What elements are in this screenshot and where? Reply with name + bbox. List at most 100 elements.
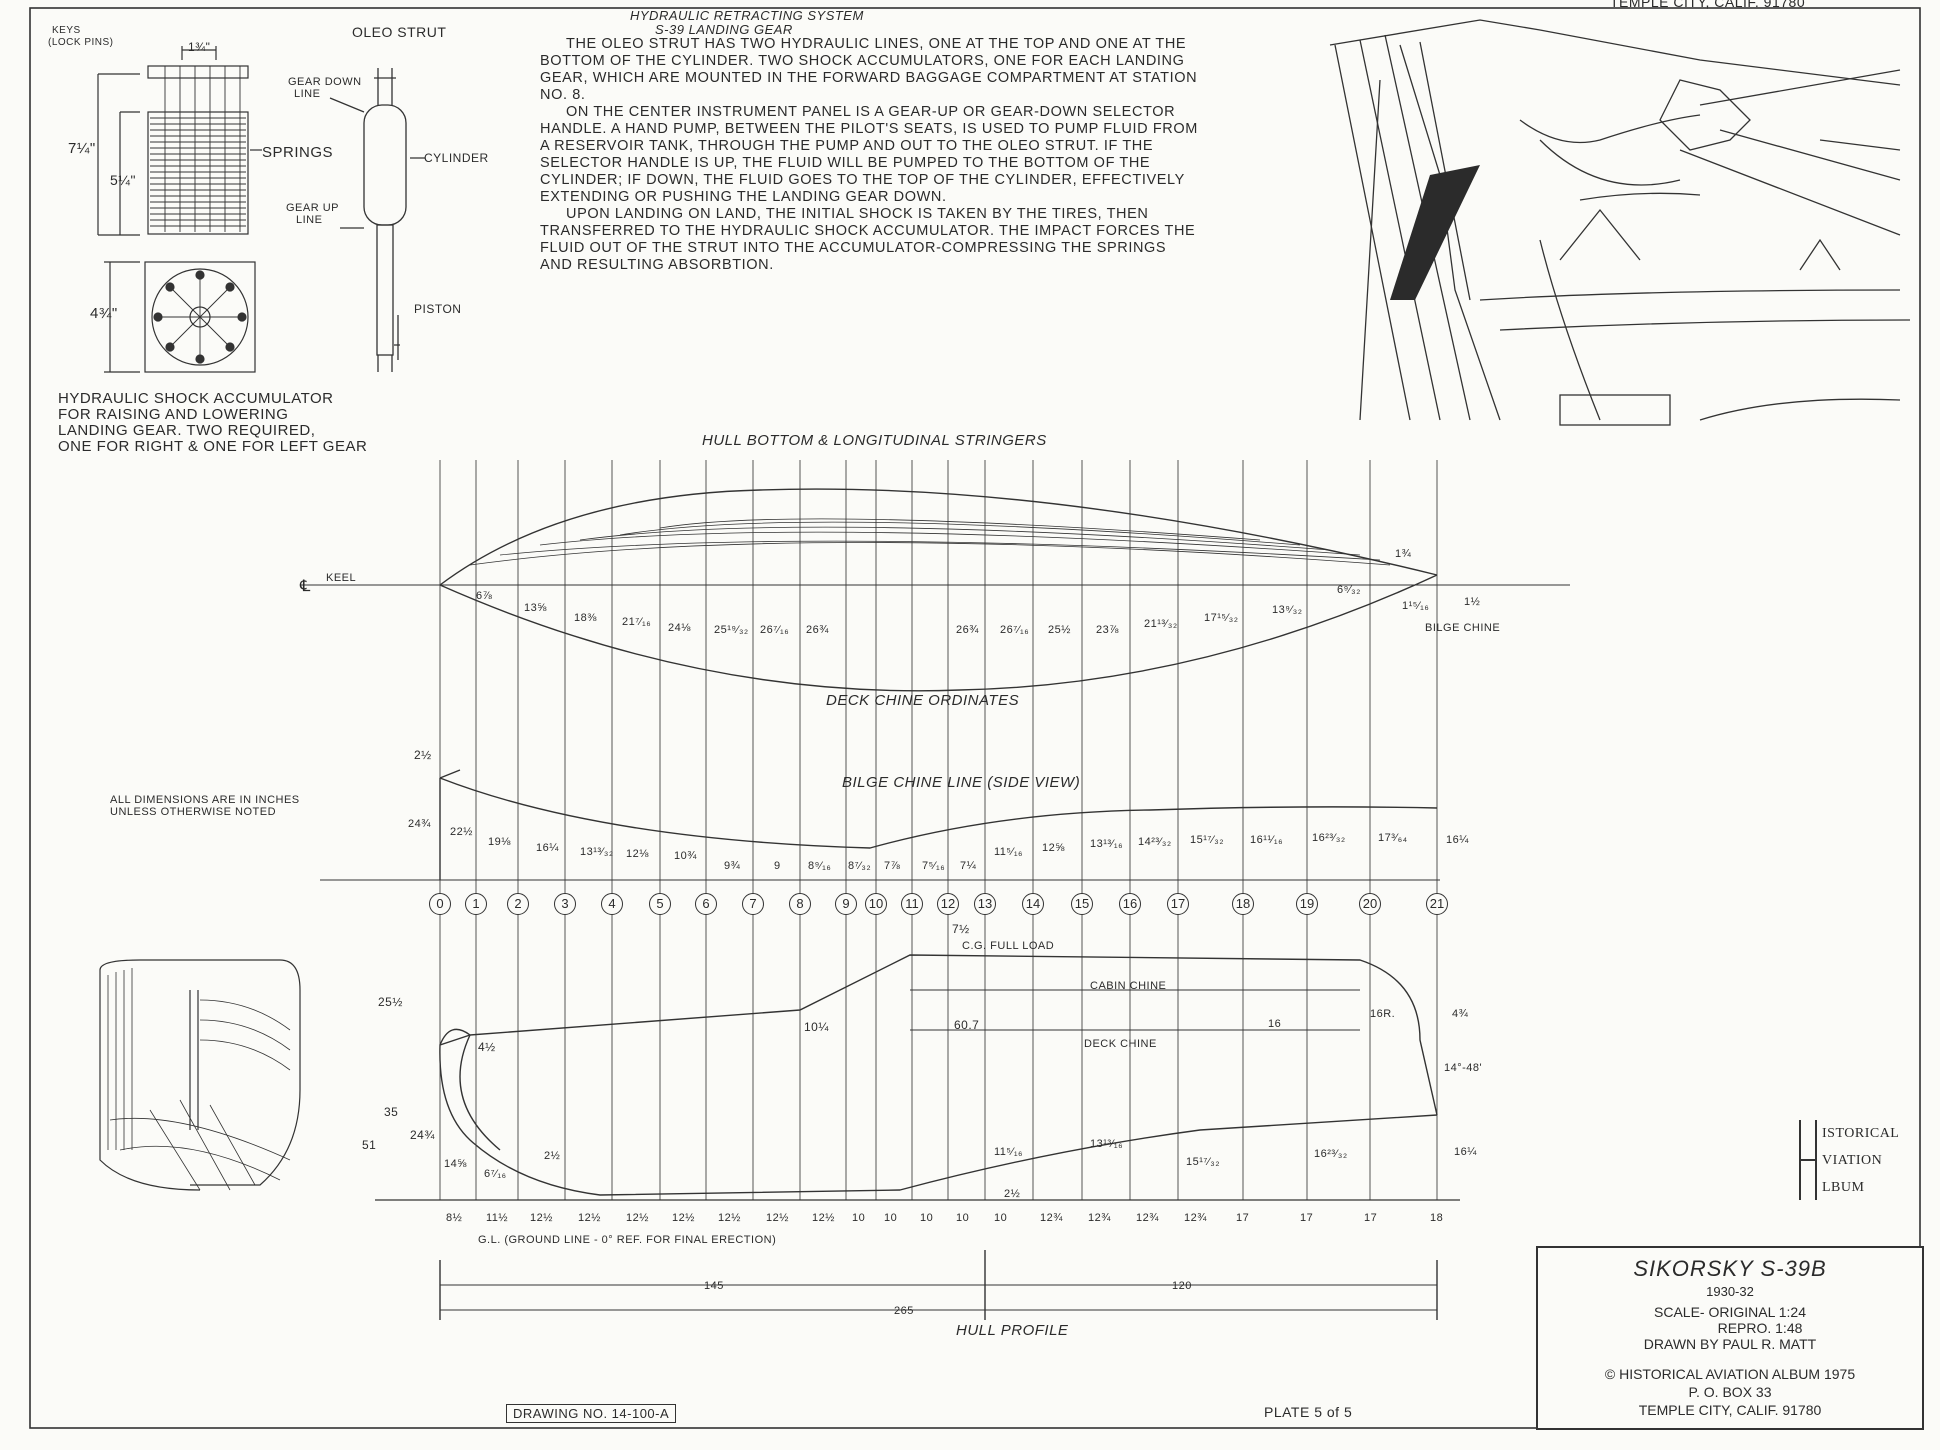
logo-text: ISTORICAL (1822, 1126, 1900, 1141)
tip-dim: 1¾ (1395, 548, 1412, 560)
station-spacing: 12½ (626, 1212, 649, 1224)
plan-ordinate: 6⁹⁄₃₂ (1337, 584, 1361, 596)
plan-ordinate: 18⅜ (574, 612, 597, 624)
plan-ordinate: 21⁷⁄₁₆ (622, 616, 652, 628)
hull-plan-outline (300, 488, 1570, 692)
profile-dim: 25½ (378, 995, 403, 1009)
bilge-ordinate: 7⅞ (884, 860, 901, 872)
station-spacing: 11½ (486, 1212, 509, 1224)
station-marker: 1 (465, 893, 487, 915)
plan-ordinate: 26¾ (806, 624, 829, 636)
bilge-ordinate: 16²³⁄₃₂ (1312, 832, 1346, 844)
station-spacing: 8½ (446, 1212, 463, 1224)
profile-dim: 2½ (544, 1150, 561, 1162)
deck-chine-ordinates-title: DECK CHINE ORDINATES (826, 692, 1020, 709)
bilge-ordinate: 10¾ (674, 850, 697, 862)
bilge-ordinate: 9 (774, 860, 781, 872)
springs-label: SPRINGS (262, 144, 334, 161)
profile-dim: 4¾ (1452, 1008, 1469, 1020)
copyright: © HISTORICAL AVIATION ALBUM 1975 (1604, 1366, 1856, 1382)
station-marker: 10 (865, 893, 887, 915)
station-spacing: 10 (884, 1212, 898, 1224)
station-marker: 16 (1119, 893, 1141, 915)
bilge-ordinate: 15¹⁷⁄₃₂ (1190, 834, 1224, 846)
station-marker: 9 (835, 893, 857, 915)
station-marker: 14 (1022, 893, 1044, 915)
clipped-header-text: TEMPLE CITY, CALIF. 91780 (1610, 0, 1806, 10)
station-marker: 4 (601, 893, 623, 915)
cg-full-load-label: C.G. FULL LOAD (962, 940, 1055, 952)
profile-dim: 16¼ (1454, 1146, 1477, 1158)
accumulator-caption: ONE FOR RIGHT & ONE FOR LEFT GEAR (58, 438, 368, 455)
plate-number: PLATE 5 of 5 (1264, 1404, 1353, 1420)
general-note: UNLESS OTHERWISE NOTED (110, 806, 277, 818)
system-title-line1: HYDRAULIC RETRACTING SYSTEM (630, 8, 864, 23)
station-spacing: 12¾ (1088, 1212, 1111, 1224)
station-spacing: 17 (1364, 1212, 1378, 1224)
system-title-line2: S-39 LANDING GEAR (655, 22, 793, 37)
bilge-ordinate: 19⅛ (488, 836, 511, 848)
plan-ordinate: 26⁷⁄₁₆ (1000, 624, 1030, 636)
scale-repro: REPRO. 1:48 (1717, 1320, 1803, 1336)
profile-dim: 51 (362, 1138, 377, 1152)
station-spacing: 10 (994, 1212, 1008, 1224)
deck-chine-label: DECK CHINE (1084, 1038, 1157, 1050)
profile-dim: 14⅝ (444, 1158, 467, 1170)
title-block: SIKORSKY S-39B 1930-32 SCALE- ORIGINAL 1… (1536, 1246, 1924, 1430)
station-spacing: 17 (1236, 1212, 1250, 1224)
system-description: THE OLEO STRUT HAS TWO HYDRAULIC LINES, … (540, 36, 1200, 274)
bilge-chine-label: BILGE CHINE (1425, 622, 1501, 634)
plan-ordinate: 17¹⁵⁄₃₂ (1204, 612, 1239, 624)
cabin-chine-label: CABIN CHINE (1090, 980, 1167, 992)
piston-label: PISTON (414, 302, 462, 316)
accumulator-caption: FOR RAISING AND LOWERING (58, 406, 289, 423)
plan-ordinate: 23⅞ (1096, 624, 1119, 636)
gear-up-line-label: GEAR UP (286, 202, 340, 214)
plan-ordinate: 25½ (1048, 624, 1071, 636)
station-spacing: 12¾ (1184, 1212, 1207, 1224)
logo-text: LBUM (1822, 1180, 1865, 1195)
plan-ordinate: 13⁹⁄₃₂ (1272, 604, 1303, 616)
cylinder-label: CYLINDER (424, 151, 489, 165)
spring-height-dim: 5¼" (110, 172, 136, 188)
length-120-dim: 120 (1172, 1280, 1192, 1292)
bilge-ordinate: 11⁵⁄₁₆ (994, 846, 1023, 858)
accumulator-caption: HYDRAULIC SHOCK ACCUMULATOR (58, 390, 334, 407)
bilge-ordinate: 7¼ (960, 860, 977, 872)
profile-dim: 10¼ (804, 1020, 829, 1034)
profile-dim: 4½ (478, 1040, 496, 1054)
profile-dim: 6⁷⁄₁₆ (484, 1168, 507, 1180)
bilge-ordinate: 12⅝ (1042, 842, 1065, 854)
description-paragraph: UPON LANDING ON LAND, THE INITIAL SHOCK … (540, 206, 1196, 273)
station-marker: 8 (789, 893, 811, 915)
drawing-number: DRAWING No. 14-100-A (506, 1404, 677, 1423)
station-marker: 7 (742, 893, 764, 915)
overall-height-dim: 7¼" (68, 140, 96, 157)
hull-profile-outline (375, 954, 1460, 1320)
bilge-ordinate: 9¾ (724, 860, 741, 872)
station-spacing: 17 (1300, 1212, 1314, 1224)
logo-text: VIATION (1822, 1153, 1883, 1168)
plan-ordinate: 21¹³⁄₃₂ (1144, 618, 1178, 630)
plan-ordinate: 26¾ (956, 624, 979, 636)
bilge-ordinate: 12⅛ (626, 848, 649, 860)
station-marker: 5 (649, 893, 671, 915)
station-marker: 15 (1071, 893, 1093, 915)
aircraft-name: SIKORSKY S-39B (1633, 1256, 1827, 1281)
station-marker: 13 (974, 893, 996, 915)
bilge-chine-curve (320, 769, 1440, 881)
logo-mark (1799, 1120, 1817, 1200)
station-spacing: 10 (852, 1212, 866, 1224)
profile-dim: 2½ (1004, 1188, 1021, 1200)
profile-dim: 13¹³⁄₁₆ (1090, 1138, 1124, 1150)
station-grid-lines (439, 460, 1438, 1200)
plan-view-title: HULL BOTTOM & LONGITUDINAL STRINGERS (702, 432, 1047, 449)
plan-ordinate: 1½ (1464, 596, 1481, 608)
bilge-ordinate: 13¹³⁄₃₂ (580, 846, 614, 858)
profile-angle: 14°-48' (1444, 1062, 1483, 1074)
station-spacing: 12½ (530, 1212, 553, 1224)
centerline-symbol: ℄ (300, 578, 311, 595)
station-spacing: 10 (920, 1212, 934, 1224)
profile-dim: 15¹⁷⁄₃₂ (1186, 1156, 1220, 1168)
description-paragraph: ON THE CENTER INSTRUMENT PANEL IS A GEAR… (540, 104, 1198, 205)
